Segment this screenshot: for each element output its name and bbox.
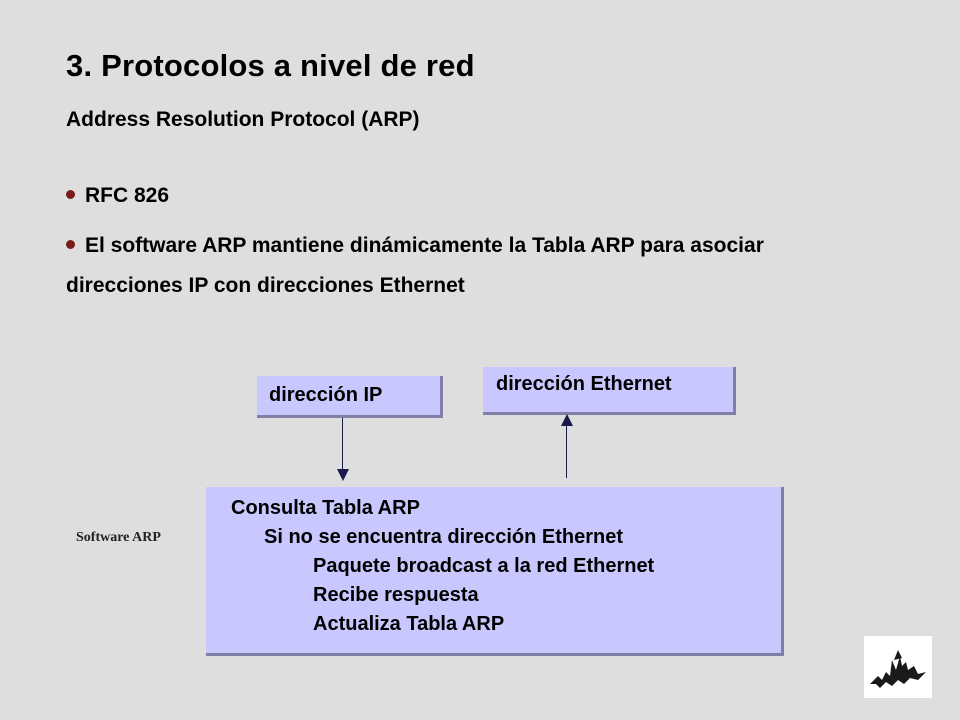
process-step: Actualiza Tabla ARP (313, 613, 505, 635)
arrow-down-icon (337, 469, 349, 481)
bullet-text: RFC 826 (85, 184, 170, 207)
ip-address-box: dirección IP (257, 376, 443, 418)
bullet-item: RFC 826 (66, 176, 169, 216)
bullet-item: El software ARP mantiene dinámicamente l… (66, 226, 866, 306)
slide-subtitle: Address Resolution Protocol (ARP) (66, 108, 420, 131)
bullet-dot-icon (66, 239, 75, 249)
bullet-text: El software ARP mantiene dinámicamente l… (66, 234, 764, 297)
arrow-up-icon (561, 414, 573, 426)
logo-icon (864, 636, 932, 698)
slide-title: 3. Protocolos a nivel de red (66, 48, 475, 83)
bullet-dot-icon (66, 189, 75, 199)
arrow-up-line (566, 424, 567, 478)
process-step: Si no se encuentra dirección Ethernet (264, 526, 623, 548)
process-step: Paquete broadcast a la red Ethernet (313, 555, 655, 577)
arrow-down-line (342, 418, 343, 470)
process-step: Recibe respuesta (313, 584, 479, 606)
software-arp-label: Software ARP (76, 530, 161, 545)
process-step: Consulta Tabla ARP (231, 497, 420, 519)
arp-process-box: Consulta Tabla ARP Si no se encuentra di… (206, 487, 784, 656)
ethernet-address-box: dirección Ethernet (483, 367, 736, 415)
